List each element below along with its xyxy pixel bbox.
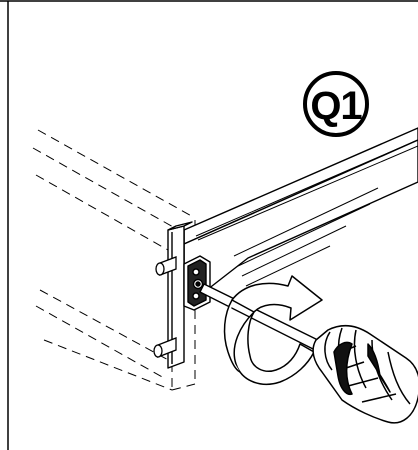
- dowel-pin-top: [155, 256, 177, 276]
- drawer-side-panel: [183, 127, 418, 305]
- step-badge: Q1: [303, 71, 369, 137]
- rotate-clockwise-arrow: [223, 275, 323, 385]
- step-label: Q1: [310, 84, 362, 128]
- panel-relief-lines: [195, 139, 418, 287]
- dowel-pin-bottom: [153, 337, 177, 358]
- screwdriver-icon: [312, 324, 418, 424]
- cam-lock-bracket: [183, 255, 211, 311]
